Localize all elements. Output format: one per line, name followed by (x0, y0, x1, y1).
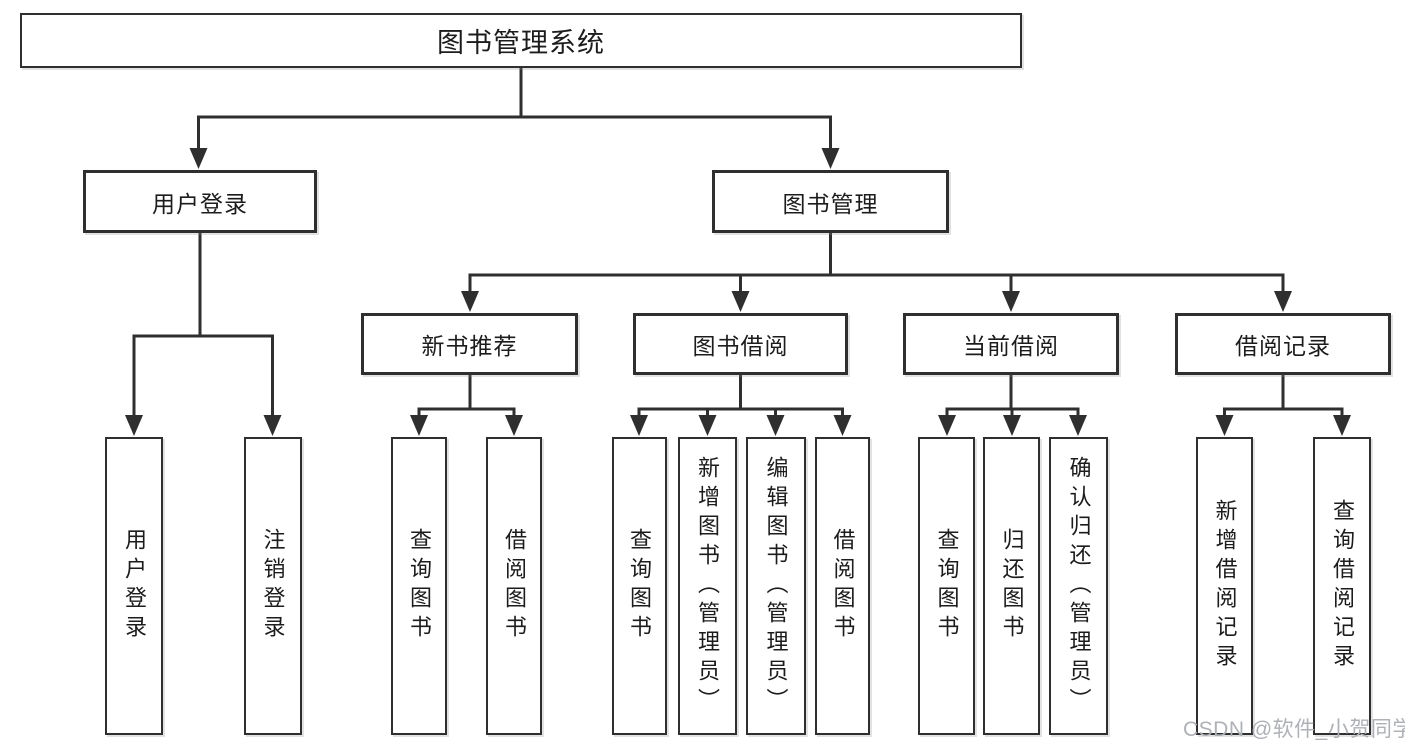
leaf-confirm-return-admin: 确认归还（管理员） (1049, 437, 1108, 735)
node-current-borrowing: 当前借阅 (903, 313, 1119, 375)
node-book-borrowing: 图书借阅 (633, 313, 848, 375)
leaf-add-borrow-record: 新增借阅记录 (1196, 437, 1253, 735)
leaf-user-login: 用户登录 (105, 437, 163, 735)
node-new-book-recommendation: 新书推荐 (361, 313, 578, 375)
leaf-search-borrow-record: 查询借阅记录 (1313, 437, 1371, 735)
node-borrowing-records: 借阅记录 (1175, 313, 1391, 375)
leaf-edit-book-admin: 编辑图书（管理员） (745, 437, 806, 735)
node-book-management: 图书管理 (712, 170, 949, 233)
leaf-logout: 注销登录 (243, 437, 302, 735)
watermark-text: CSDN @软件_小贺同学 (1183, 718, 1405, 741)
leaf-borrow-books-borrowing: 借阅图书 (815, 437, 870, 735)
leaf-search-books-current: 查询图书 (918, 437, 975, 735)
leaf-add-book-admin: 新增图书（管理员） (677, 437, 737, 735)
node-user-login: 用户登录 (83, 170, 317, 233)
leaf-search-books-borrowing: 查询图书 (611, 437, 667, 735)
leaf-borrow-books-recommend: 借阅图书 (486, 437, 542, 735)
leaf-return-books: 归还图书 (983, 437, 1040, 735)
node-library-management-system: 图书管理系统 (20, 13, 1022, 68)
leaf-search-books-recommend: 查询图书 (391, 437, 447, 735)
